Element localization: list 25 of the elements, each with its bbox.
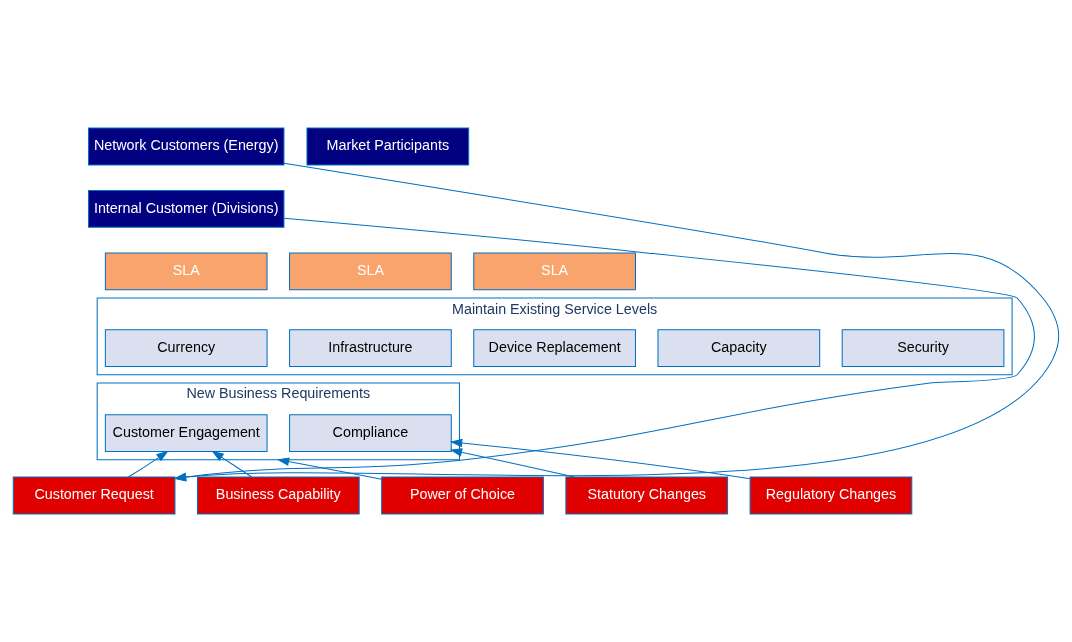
node-box: Internal Customer (Divisions): [87, 190, 285, 228]
node-box: Capacity: [657, 329, 821, 368]
node-box: Network Customers (Energy): [87, 127, 285, 166]
node-box: Business Capability: [196, 476, 360, 515]
node-box: Customer Request: [12, 476, 176, 515]
node-box: Customer Engagement: [104, 414, 268, 452]
node-box: SLA: [289, 252, 452, 291]
arrow: [127, 450, 169, 478]
arrow: [449, 448, 575, 478]
arrow: [173, 217, 1035, 482]
arrow: [173, 162, 1060, 482]
node-box: Security: [841, 329, 1005, 368]
node-box: Regulatory Changes: [749, 476, 913, 515]
node-box: Infrastructure: [289, 329, 452, 368]
node-box: Statutory Changes: [565, 476, 729, 515]
arrow: [276, 457, 383, 480]
node-box: Currency: [104, 329, 268, 368]
node-box: Power of Choice: [381, 476, 544, 515]
arrow: [449, 438, 751, 480]
node-box: Device Replacement: [473, 329, 636, 368]
node-box: Compliance: [289, 414, 452, 452]
arrow: [211, 450, 253, 478]
node-box: SLA: [473, 252, 636, 291]
node-box: SLA: [104, 252, 268, 291]
node-box: Market Participants: [306, 127, 470, 166]
